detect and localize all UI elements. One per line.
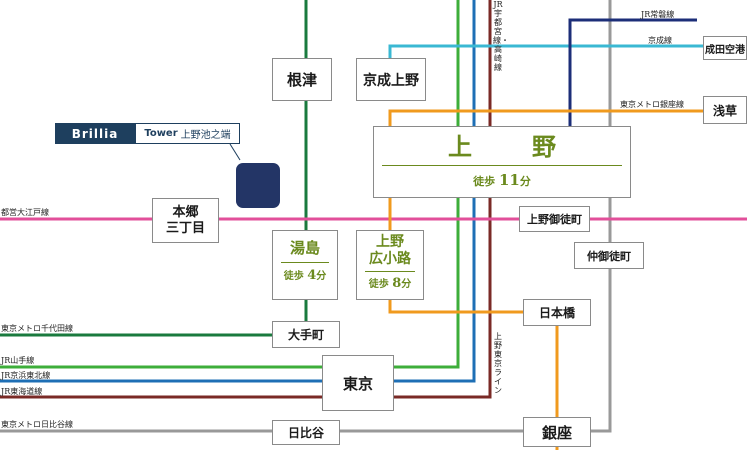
hibiya-line-label: 東京メトロ日比谷線 bbox=[1, 420, 73, 429]
yushima-walk-min: 4 bbox=[307, 268, 317, 283]
station-hibiya: 日比谷 bbox=[272, 420, 340, 445]
yushima-walk-unit: 分 bbox=[316, 271, 327, 282]
property-location-marker bbox=[236, 163, 280, 208]
station-yushima: 湯島 徒歩 4分 bbox=[272, 230, 338, 300]
hirokoji-walk-prefix: 徒歩 bbox=[368, 279, 389, 290]
ginza-line bbox=[388, 109, 705, 126]
hirokoji-name: 上野 広小路 bbox=[369, 234, 411, 267]
station-otemachi: 大手町 bbox=[272, 321, 340, 348]
yushima-walk-time: 徒歩 4分 bbox=[284, 267, 327, 283]
tower-label: Tower bbox=[144, 128, 178, 139]
yushima-name: 湯島 bbox=[289, 239, 320, 257]
tokaido-line-label: JR東海道線 bbox=[1, 387, 43, 396]
hirokoji-walk-min: 8 bbox=[392, 276, 402, 291]
station-nihombashi: 日本橋 bbox=[523, 299, 591, 326]
yamanote-line bbox=[0, 0, 460, 369]
brillia-tower-name: Tower 上野池之端 bbox=[135, 123, 240, 144]
station-tokyo: 東京 bbox=[322, 355, 394, 411]
yushima-divider bbox=[280, 262, 330, 263]
hirokoji-walk-unit: 分 bbox=[401, 279, 412, 290]
hirokoji-divider bbox=[364, 271, 416, 272]
ueno-divider bbox=[381, 165, 623, 166]
joban-line bbox=[568, 18, 697, 126]
station-ueno-hirokoji: 上野 広小路 徒歩 8分 bbox=[356, 230, 424, 300]
ueno-walk-time: 徒歩 11分 bbox=[374, 171, 630, 189]
brillia-logo: Brillia bbox=[55, 123, 135, 144]
oedo-line-label: 都営大江戸線 bbox=[1, 208, 49, 217]
station-keisei-ueno: 京成上野 bbox=[356, 58, 426, 101]
station-hongo-sanchome: 本郷 三丁目 bbox=[152, 198, 219, 243]
hirokoji-walk-time: 徒歩 8分 bbox=[369, 275, 412, 291]
keisei-line bbox=[388, 44, 705, 70]
ginza-line-label: 東京メトロ銀座線 bbox=[620, 100, 684, 109]
jr-joban-line-label: JR常磐線 bbox=[641, 10, 675, 19]
utsunomiya-line-label: JR宇都宮線・高崎線 bbox=[493, 0, 509, 72]
station-ginza: 銀座 bbox=[523, 417, 591, 447]
keihin-line-label: JR京浜東北線 bbox=[1, 371, 51, 380]
tower-name: 上野池之端 bbox=[180, 130, 231, 141]
destination-narita-airport: 成田空港 bbox=[703, 36, 747, 60]
chiyoda-line-label: 東京メトロ千代田線 bbox=[1, 324, 73, 333]
ueno-walk-min: 11 bbox=[498, 171, 520, 189]
station-ueno-okachimachi: 上野御徒町 bbox=[519, 206, 590, 232]
station-ueno: 上 野 徒歩 11分 bbox=[373, 126, 631, 198]
ueno-tokyo-line-label: 上野東京ライン bbox=[494, 332, 502, 395]
ueno-station-name: 上 野 bbox=[448, 132, 574, 161]
ueno-walk-unit: 分 bbox=[519, 175, 531, 188]
ueno-walk-prefix: 徒歩 bbox=[473, 175, 496, 188]
yushima-walk-prefix: 徒歩 bbox=[283, 271, 304, 282]
keisei-line-label: 京成線 bbox=[648, 36, 672, 45]
station-nezu: 根津 bbox=[272, 58, 332, 101]
destination-asakusa: 浅草 bbox=[703, 96, 747, 124]
station-naka-okachimachi: 仲御徒町 bbox=[574, 242, 644, 269]
yamanote-line-label: JR山手線 bbox=[1, 356, 35, 365]
